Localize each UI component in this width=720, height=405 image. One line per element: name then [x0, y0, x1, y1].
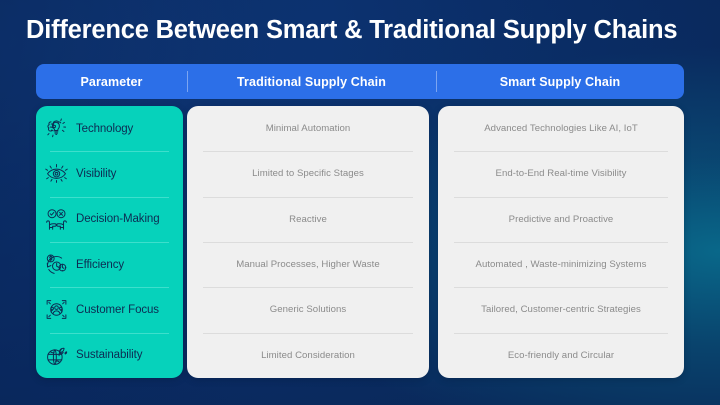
traditional-row: Limited to Specific Stages — [187, 151, 429, 196]
parameter-row: Sustainability — [36, 332, 183, 378]
parameter-row: Technology — [36, 106, 183, 151]
header-cell-parameter: Parameter — [36, 64, 187, 99]
parameter-label: Technology — [76, 122, 134, 135]
smart-column-panel: Advanced Technologies Like AI, IoT End-t… — [438, 106, 684, 378]
page-title: Difference Between Smart & Traditional S… — [26, 16, 678, 44]
traditional-row: Limited Consideration — [187, 332, 429, 378]
traditional-row: Reactive — [187, 196, 429, 242]
smart-value: Advanced Technologies Like AI, IoT — [484, 123, 638, 135]
header-cell-traditional: Traditional Supply Chain — [187, 64, 436, 99]
header-cell-smart: Smart Supply Chain — [436, 64, 684, 99]
parameter-row: Decision-Making — [36, 196, 183, 242]
parameter-row: Visibility — [36, 151, 183, 196]
traditional-value: Generic Solutions — [269, 304, 347, 316]
parameter-label: Visibility — [76, 167, 117, 180]
parameter-label: Efficiency — [76, 258, 125, 271]
traditional-value: Limited to Specific Stages — [252, 168, 364, 180]
smart-value: Automated , Waste-minimizing Systems — [475, 259, 647, 271]
smart-row: End-to-End Real-time Visibility — [438, 151, 684, 196]
parameter-row: Efficiency — [36, 241, 183, 287]
smart-value: End-to-End Real-time Visibility — [495, 168, 627, 180]
traditional-value: Reactive — [289, 213, 327, 225]
parameter-label: Customer Focus — [76, 303, 159, 316]
smart-row: Tailored, Customer-centric Strategies — [438, 287, 684, 332]
smart-row: Automated , Waste-minimizing Systems — [438, 241, 684, 287]
smart-value: Predictive and Proactive — [508, 213, 614, 225]
parameter-label: Sustainability — [76, 349, 143, 362]
gear-money-clock-icon — [43, 252, 69, 278]
parameter-label: Decision-Making — [76, 213, 160, 226]
traditional-row: Generic Solutions — [187, 287, 429, 332]
eye-visibility-icon — [43, 161, 69, 187]
header-label-traditional: Traditional Supply Chain — [237, 74, 386, 89]
traditional-value: Limited Consideration — [261, 349, 355, 361]
traditional-row: Manual Processes, Higher Waste — [187, 241, 429, 287]
brain-lightbulb-icon — [43, 116, 69, 142]
traditional-value: Minimal Automation — [265, 123, 351, 135]
smart-row: Advanced Technologies Like AI, IoT — [438, 106, 684, 151]
header-label-parameter: Parameter — [80, 74, 143, 89]
parameter-row: Customer Focus — [36, 287, 183, 332]
customer-target-icon — [43, 297, 69, 323]
globe-leaf-icon — [43, 342, 69, 368]
parameter-column-panel: Technology Visibility — [36, 106, 183, 378]
header-label-smart: Smart Supply Chain — [499, 74, 621, 89]
smart-value: Tailored, Customer-centric Strategies — [481, 304, 641, 316]
traditional-row: Minimal Automation — [187, 106, 429, 151]
traditional-value: Manual Processes, Higher Waste — [236, 259, 380, 271]
smart-row: Predictive and Proactive — [438, 196, 684, 242]
smart-row: Eco-friendly and Circular — [438, 332, 684, 378]
hands-decision-icon — [43, 206, 69, 232]
smart-value: Eco-friendly and Circular — [507, 349, 615, 361]
traditional-column-panel: Minimal Automation Limited to Specific S… — [187, 106, 429, 378]
comparison-table-header: Parameter Traditional Supply Chain Smart… — [36, 64, 684, 99]
